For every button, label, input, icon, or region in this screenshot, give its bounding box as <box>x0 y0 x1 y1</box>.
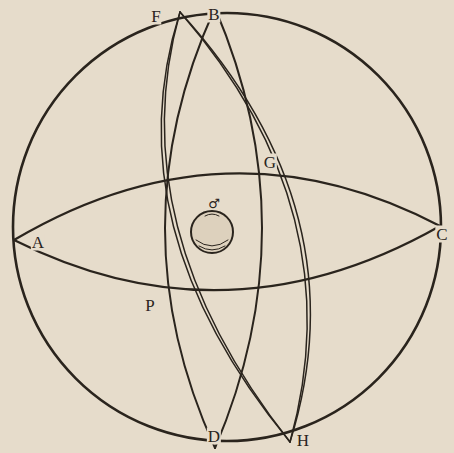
tilted-arc <box>180 12 307 442</box>
globe-shading <box>205 214 219 216</box>
globe-shading <box>199 246 225 250</box>
point-letter: H <box>296 432 310 449</box>
globe <box>191 211 233 253</box>
point-letter: F <box>150 8 161 25</box>
tilted-arc <box>180 12 310 442</box>
point-letter: D <box>207 428 221 445</box>
point-letter: G <box>263 154 277 171</box>
point-letter: C <box>435 226 448 243</box>
tilted-arc <box>161 12 290 442</box>
planet-symbol: ♂ <box>207 197 221 210</box>
point-letter: P <box>144 297 155 314</box>
point-letter: A <box>31 234 45 251</box>
point-letter: B <box>207 6 220 23</box>
tilted-arc <box>164 12 290 442</box>
outer-circle <box>13 13 441 441</box>
globe-shading <box>196 240 228 246</box>
